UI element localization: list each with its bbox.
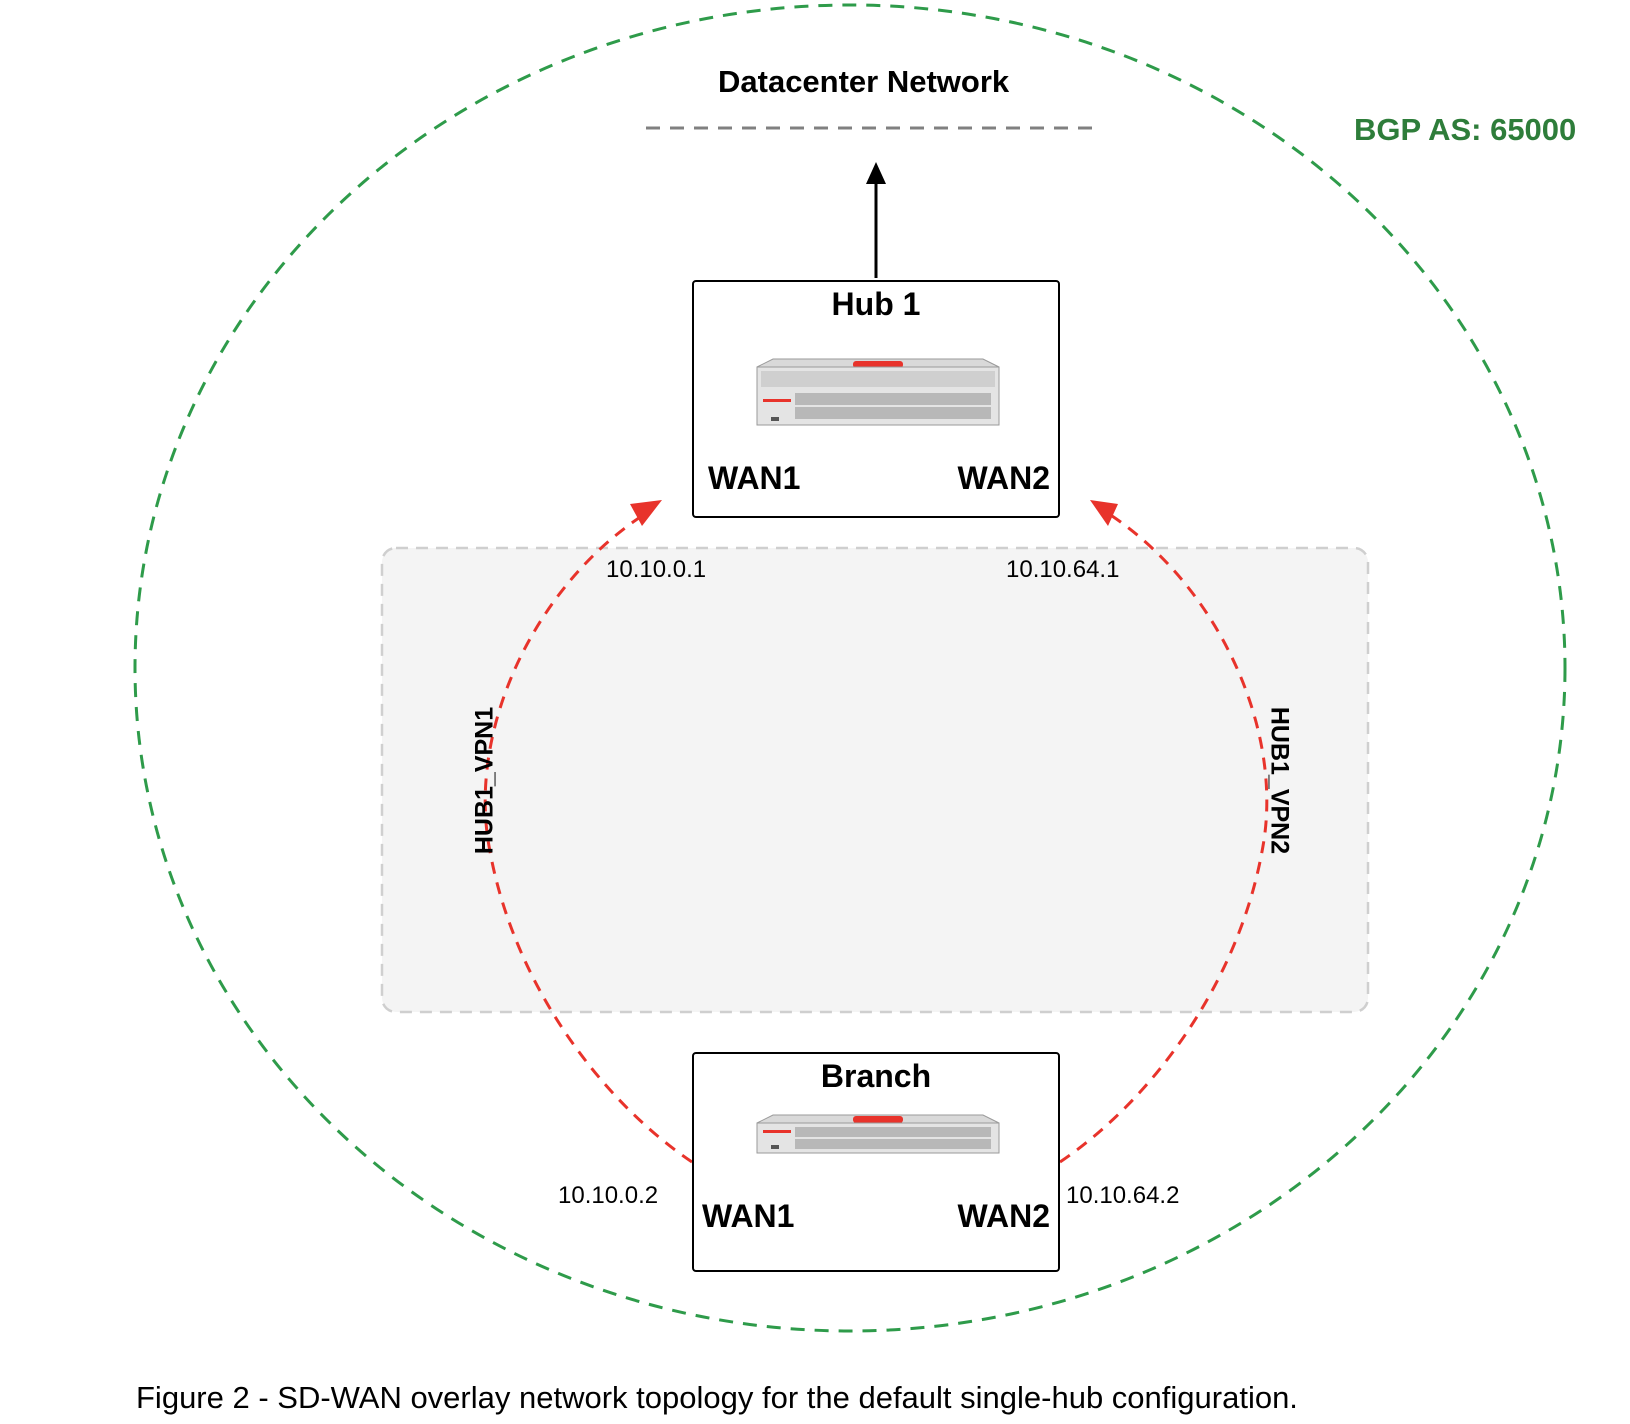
- branch-wan2-ip: 10.10.64.2: [1066, 1182, 1180, 1209]
- tunnel-vpn1-arrowhead: [630, 500, 662, 526]
- bgp-as-boundary: [133, 3, 1567, 1333]
- hub-wan1-label: WAN1: [708, 460, 801, 496]
- hub-wan2-ip: 10.10.64.1: [1006, 556, 1120, 583]
- tunnel-vpn2-path: [1059, 510, 1269, 1164]
- datacenter-network-label: Datacenter Network: [718, 64, 1010, 99]
- branch-wan1-label: WAN1: [702, 1198, 795, 1234]
- hub-firewall-icon: [756, 358, 1000, 426]
- figure-caption: Figure 2 - SD-WAN overlay network topolo…: [136, 1380, 1298, 1415]
- tunnel-vpn1-path: [483, 510, 693, 1164]
- tunnel-vpn2-arrowhead: [1090, 500, 1118, 526]
- branch-firewall-icon: [756, 1114, 1000, 1154]
- tunnel-vpn2-label: HUB1_VPN2: [1265, 706, 1294, 855]
- tunnel-vpn1-label: HUB1_VPN1: [470, 706, 499, 855]
- hub-device-box[interactable]: Hub 1 WAN1 WAN2: [692, 280, 1060, 518]
- branch-device-box[interactable]: Branch WAN1 WAN2: [692, 1052, 1060, 1272]
- hub-wan1-ip: 10.10.0.1: [606, 556, 707, 583]
- overlay-region: [380, 546, 1370, 1014]
- bgp-as-label: BGP AS: 65000: [1354, 112, 1577, 147]
- branch-title: Branch: [820, 1058, 932, 1094]
- hub-wan2-label: WAN2: [957, 460, 1050, 496]
- branch-wan1-ip: 10.10.0.2: [558, 1182, 659, 1209]
- hub-uplink-arrowhead: [866, 162, 886, 184]
- branch-wan2-label: WAN2: [957, 1198, 1050, 1234]
- hub-title: Hub 1: [831, 286, 921, 322]
